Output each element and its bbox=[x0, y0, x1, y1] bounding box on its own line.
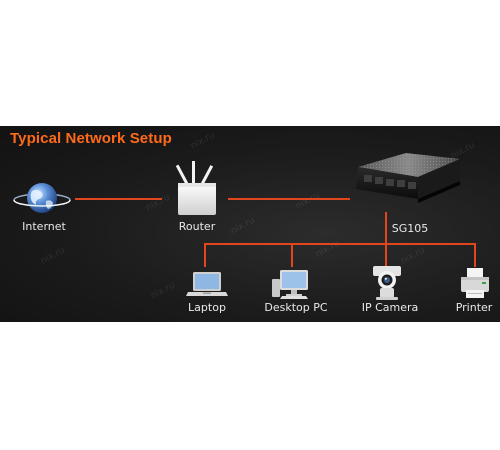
internet-label: Internet bbox=[22, 220, 66, 233]
watermark: nix.ru bbox=[314, 238, 342, 260]
laptop-label: Laptop bbox=[188, 301, 226, 314]
printer-icon bbox=[458, 266, 492, 300]
watermark: nix.ru bbox=[229, 215, 257, 237]
connection-switch-down bbox=[385, 212, 387, 244]
watermark: nix.ru bbox=[189, 130, 217, 152]
network-diagram: nix.ru nix.ru nix.ru nix.ru nix.ru nix.r… bbox=[0, 126, 500, 322]
router-label: Router bbox=[178, 220, 216, 233]
network-switch-icon bbox=[348, 151, 464, 217]
switch-label: SG105 bbox=[391, 222, 429, 235]
connection-bus bbox=[204, 243, 476, 245]
connection-internet-router bbox=[75, 198, 162, 200]
watermark: nix.ru bbox=[149, 280, 177, 302]
diagram-title: Typical Network Setup bbox=[10, 130, 172, 147]
connection-desktop-drop bbox=[291, 243, 293, 267]
watermark: nix.ru bbox=[294, 190, 322, 212]
desktop-label: Desktop PC bbox=[264, 301, 328, 314]
globe-icon bbox=[12, 179, 72, 219]
connection-router-switch bbox=[228, 198, 350, 200]
wireless-router-icon bbox=[164, 161, 224, 217]
printer-label: Printer bbox=[455, 301, 493, 314]
connection-printer-drop bbox=[474, 243, 476, 267]
watermark: nix.ru bbox=[39, 245, 67, 267]
connection-camera-drop bbox=[385, 243, 387, 267]
laptop-icon bbox=[186, 270, 228, 298]
camera-label: IP Camera bbox=[361, 301, 419, 314]
connection-laptop-drop bbox=[204, 243, 206, 267]
desktop-pc-icon bbox=[270, 269, 314, 299]
ip-camera-icon bbox=[370, 264, 404, 300]
